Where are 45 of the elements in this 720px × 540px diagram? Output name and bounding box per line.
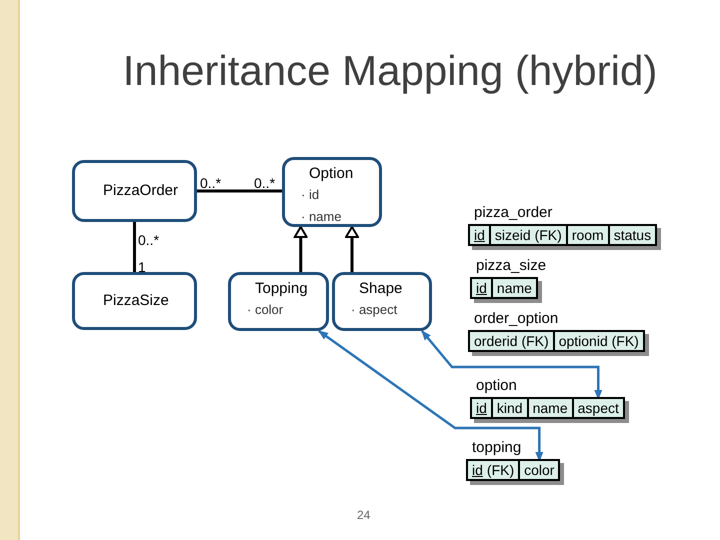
association-line xyxy=(133,222,136,272)
mapping-arrow xyxy=(421,330,602,400)
table-name: pizza_size xyxy=(476,256,546,276)
table-cell: aspect xyxy=(574,399,623,417)
class-box xyxy=(282,157,382,227)
table-name: option xyxy=(476,376,517,396)
attribute-text: · color xyxy=(247,301,284,319)
table-cell: color xyxy=(520,461,558,479)
class-name: Shape xyxy=(358,279,402,299)
table-cell: name xyxy=(528,399,574,417)
class-box xyxy=(332,272,432,331)
multiplicity-label: 0..* xyxy=(254,174,276,192)
slide-title: Inheritance Mapping (hybrid) xyxy=(122,46,658,96)
page-number: 24 xyxy=(357,507,370,524)
class-name: PizzaSize xyxy=(102,291,169,311)
table-cell: id (FK) xyxy=(468,461,520,479)
class-box xyxy=(228,272,329,331)
table-cell: id xyxy=(470,226,491,244)
table-cell: name xyxy=(492,279,536,297)
table-cell: optionid (FK) xyxy=(554,332,643,350)
attribute-text: · id xyxy=(301,186,320,204)
table-cell: id xyxy=(472,399,493,417)
table-cell: orderid (FK) xyxy=(470,332,555,350)
class-name: Topping xyxy=(254,279,308,299)
table-cell: room xyxy=(568,226,610,244)
table-cell: id xyxy=(472,279,493,297)
mapping-arrow xyxy=(318,330,544,462)
multiplicity-label: 1 xyxy=(138,258,146,276)
multiplicity-label: 0..* xyxy=(138,231,160,249)
class-name: Option xyxy=(308,164,354,184)
table-name: topping xyxy=(472,438,522,458)
association-line xyxy=(197,190,282,192)
attribute-text: · name xyxy=(301,208,342,226)
table-cell: kind xyxy=(492,399,529,417)
class-box xyxy=(72,160,197,222)
table-cell: sizeid (FK) xyxy=(490,226,568,244)
table-name: pizza_order xyxy=(474,203,552,223)
table-name: order_option xyxy=(474,309,558,329)
inheritance-arrow xyxy=(345,226,359,272)
inheritance-arrow xyxy=(294,226,308,272)
class-name: PizzaOrder xyxy=(102,181,178,201)
table-cell: status xyxy=(610,226,656,244)
multiplicity-label: 0..* xyxy=(200,174,222,192)
attribute-text: · aspect xyxy=(351,301,398,319)
class-box xyxy=(72,272,197,330)
